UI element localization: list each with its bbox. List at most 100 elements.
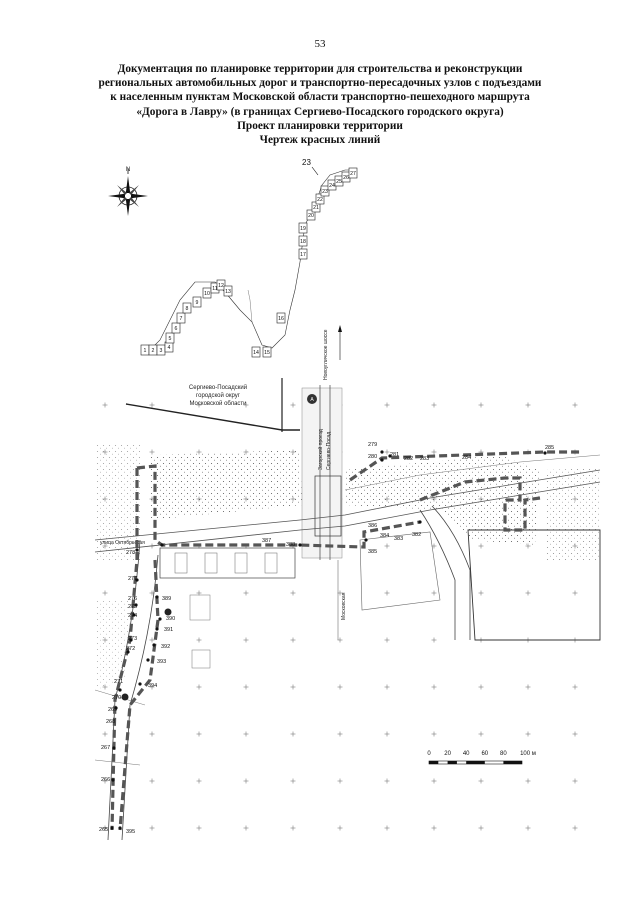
boundary-label: Сергиево-Посадский — [189, 384, 247, 391]
point-label: 395 — [126, 829, 135, 835]
index-sheet-box: 17 — [298, 248, 308, 260]
svg-text:11: 11 — [212, 286, 217, 292]
page-number: 53 — [314, 38, 326, 50]
point-label: 394 — [148, 683, 157, 689]
title-line: Чертеж красных линий — [259, 134, 381, 147]
index-sheet-box: 7 — [176, 312, 186, 324]
point-label: 269 — [108, 707, 117, 713]
index-sheet-box: 14 — [251, 346, 261, 358]
document-title: Документация по планировке территории дл… — [40, 62, 600, 147]
index-sheet-box: 20 — [306, 209, 316, 221]
index-sheet-box: 23 — [320, 185, 330, 197]
point-label: 266 — [101, 777, 110, 783]
svg-text:7: 7 — [180, 316, 183, 322]
scale-tick-label: 100 м — [520, 751, 536, 757]
point-label: 272 — [126, 646, 135, 652]
svg-text:21: 21 — [313, 205, 319, 211]
compass-north-label: N — [126, 167, 130, 173]
title-line: к населенным пунктам Московской области … — [110, 91, 530, 104]
point-label: 275 — [128, 604, 137, 610]
point-label: 265 — [99, 827, 108, 833]
scale-tick-label: 80 — [500, 751, 507, 757]
svg-text:1: 1 — [144, 348, 147, 354]
scale-tick-label: 40 — [463, 751, 470, 757]
road-label: Московская — [341, 592, 347, 620]
point-label: 278 — [126, 550, 135, 556]
index-sheet-box: 12 — [216, 279, 226, 291]
svg-text:18: 18 — [300, 239, 306, 245]
scale-tick-label: 20 — [444, 751, 451, 757]
index-sheet-box: 1 — [140, 344, 150, 356]
svg-text:14: 14 — [253, 350, 259, 356]
index-sheet-box: 13 — [223, 285, 233, 297]
point-label: 390 — [166, 616, 175, 622]
svg-text:3: 3 — [160, 348, 163, 354]
point-label: 387 — [262, 538, 271, 544]
point-label: 388 — [286, 542, 295, 548]
index-sheet-box: 18 — [298, 235, 308, 247]
svg-text:13: 13 — [225, 289, 231, 295]
index-sheet-box: 27 — [348, 167, 358, 179]
point-label: 279 — [368, 442, 377, 448]
point-label: 273 — [128, 636, 137, 642]
index-sheet-box: 16 — [276, 312, 286, 324]
current-sheet-label: 23 — [302, 158, 311, 167]
point-label: 389 — [162, 596, 171, 602]
point-label: 276 — [128, 596, 137, 602]
point-label: 270 — [112, 695, 121, 701]
point-label: 281 — [390, 452, 399, 458]
svg-text:2: 2 — [152, 348, 155, 354]
boundary-label: Московской области — [189, 400, 246, 407]
point-label: 284 — [462, 455, 471, 461]
street-label: улица Октябрьская — [100, 540, 145, 546]
point-label: 268 — [106, 719, 115, 725]
title-line: Документация по планировке территории дл… — [117, 63, 523, 75]
title-line: Проект планировки территории — [237, 119, 403, 132]
svg-text:16: 16 — [278, 316, 284, 322]
svg-text:22: 22 — [317, 197, 323, 203]
index-sheet-box: 15 — [262, 346, 272, 358]
point-label: 385 — [368, 549, 377, 555]
map-area: Сергиево-Посадский городской округ Моско… — [94, 325, 601, 841]
index-sheet-box: 2 — [148, 344, 158, 356]
svg-text:19: 19 — [300, 226, 306, 232]
point-label: 277 — [128, 576, 137, 582]
point-label: 392 — [161, 644, 170, 650]
svg-text:27: 27 — [350, 171, 356, 177]
index-sheet-box: 3 — [156, 344, 166, 356]
svg-text:8: 8 — [186, 306, 189, 312]
point-label: 393 — [157, 659, 166, 665]
index-sheet-box: 4 — [164, 341, 174, 353]
svg-text:24: 24 — [329, 183, 335, 189]
road-label: Загорский проезд — [317, 429, 324, 470]
point-label: 285 — [545, 445, 554, 451]
index-sheet-box: 5 — [165, 332, 175, 344]
svg-text:17: 17 — [300, 252, 306, 258]
svg-text:25: 25 — [336, 179, 342, 185]
scale-tick-label: 0 — [427, 751, 431, 757]
svg-text:10: 10 — [204, 291, 210, 297]
point-label: 280 — [368, 454, 377, 460]
svg-text:20: 20 — [308, 213, 314, 219]
svg-text:12: 12 — [218, 283, 224, 289]
point-label: 274 — [128, 613, 137, 619]
point-label: 283 — [420, 456, 429, 462]
svg-text:4: 4 — [168, 345, 171, 351]
index-sheet-box: 22 — [315, 193, 325, 205]
point-label: 386 — [368, 523, 377, 529]
index-sheet-box: 9 — [192, 296, 202, 308]
point-label: 382 — [412, 532, 421, 538]
svg-text:15: 15 — [264, 350, 270, 356]
point-label: 267 — [101, 745, 110, 751]
index-sheet-box: 19 — [298, 222, 308, 234]
index-sheet-box: 10 — [202, 287, 212, 299]
svg-text:23: 23 — [322, 189, 328, 195]
scale-tick-label: 60 — [481, 751, 488, 757]
road-label: Новоугличское шоссе — [323, 329, 329, 380]
index-sheet-box: 8 — [182, 302, 192, 314]
point-label: 383 — [394, 536, 403, 542]
index-sheet-box: 6 — [171, 322, 181, 334]
